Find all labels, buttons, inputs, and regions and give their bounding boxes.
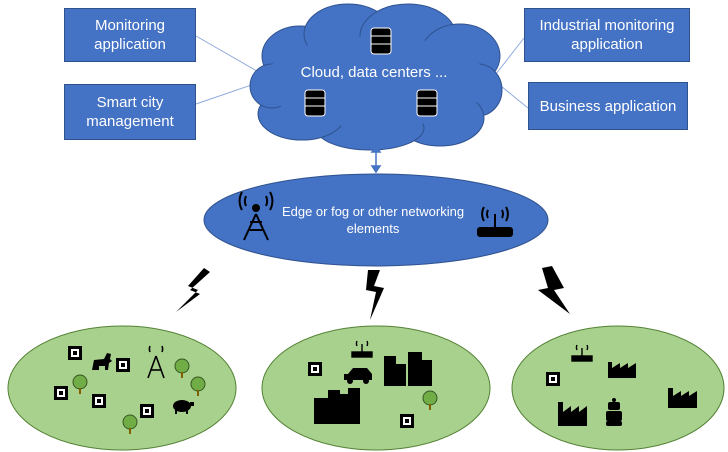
chip-icon <box>140 404 154 418</box>
factory-icon <box>558 402 587 426</box>
business-application-box: Business application <box>528 82 688 130</box>
chip-icon <box>54 386 68 400</box>
smart-city-management-box: Smart city management <box>64 84 196 140</box>
lightning-icon <box>366 270 384 320</box>
antenna-tower-icon <box>238 191 274 241</box>
industrial-monitoring-application-box: Industrial monitoring application <box>524 8 690 62</box>
pig-icon <box>173 400 194 414</box>
industrial-monitoring-application-label: Industrial monitoring application <box>539 17 675 53</box>
chip-icon <box>400 414 414 428</box>
edge-label: Edge or fog or other networking elements <box>281 204 465 236</box>
chip-icon <box>546 372 560 386</box>
router-icon <box>477 206 513 237</box>
tree-icon <box>72 374 88 394</box>
tree-icon <box>422 390 438 410</box>
database-icon <box>304 89 326 117</box>
field-middle <box>261 325 491 451</box>
double-arrow-icon <box>370 144 382 174</box>
connector-industrial <box>495 37 525 75</box>
database-icon <box>416 89 438 117</box>
cloud-label: Cloud, data centers ... <box>300 64 448 81</box>
tree-icon <box>190 376 206 396</box>
factory-icon <box>608 362 636 378</box>
smart-city-management-label: Smart city management <box>86 94 174 130</box>
field-left <box>7 325 237 451</box>
factory-icon <box>668 388 697 408</box>
router-icon <box>351 340 373 358</box>
chip-icon <box>68 346 82 360</box>
chip-icon <box>308 362 322 376</box>
tree-icon <box>122 414 138 434</box>
business-application-label: Business application <box>539 97 677 115</box>
field-right <box>511 325 725 451</box>
chip-icon <box>116 358 130 372</box>
monitoring-application-box: Monitoring application <box>64 8 196 62</box>
buildings-icon <box>314 388 360 424</box>
tree-icon <box>174 358 190 378</box>
connector-smart-city <box>195 81 261 105</box>
robot-icon <box>606 398 622 426</box>
buildings-icon <box>384 352 432 386</box>
chip-icon <box>92 394 106 408</box>
edge-ellipse <box>203 173 549 267</box>
car-icon <box>344 368 372 384</box>
monitoring-application-label: Monitoring application <box>94 17 166 53</box>
router-icon <box>571 344 593 362</box>
horse-icon <box>92 353 112 370</box>
antenna-tower-icon <box>147 345 165 379</box>
lightning-icon <box>176 268 210 312</box>
lightning-icon <box>538 266 570 314</box>
database-icon <box>370 27 392 55</box>
connector-monitoring <box>195 35 263 75</box>
